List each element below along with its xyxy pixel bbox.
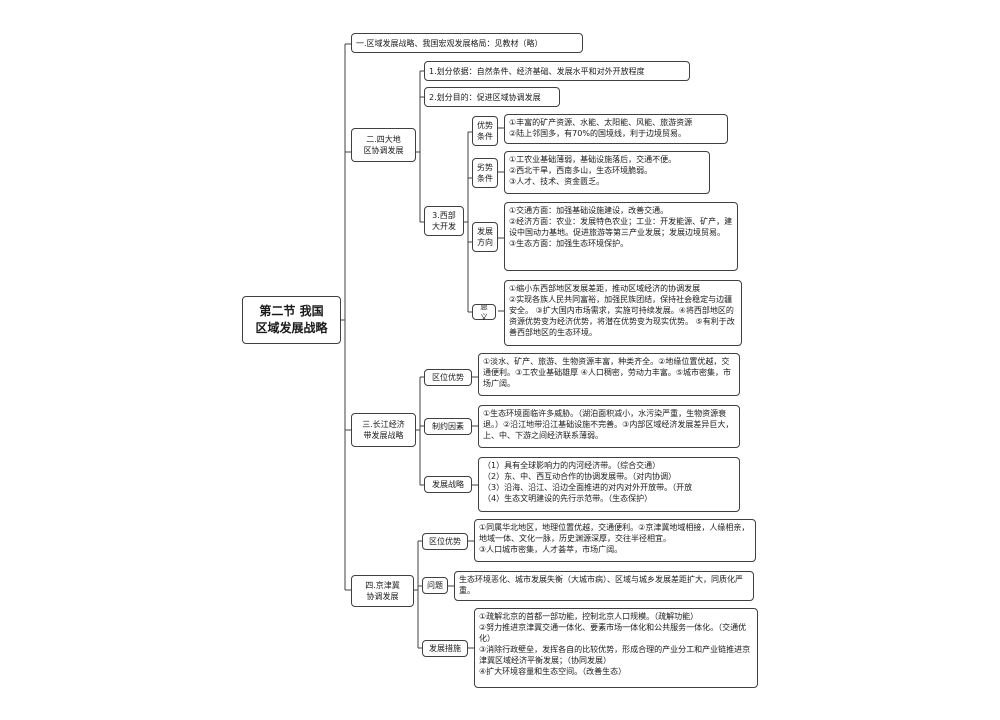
direction-label: 发展 方向 <box>472 222 498 252</box>
western-development-title: 3.西部 大开发 <box>432 211 456 231</box>
jjj-problem-content: 生态环境恶化、城市发展失衡（大城市病）、区域与城乡发展差距扩大，同质化严重。 <box>454 571 754 601</box>
jjj-measures-content: ①疏解北京的首都一部功能，控制北京人口规模。（疏解功能） ②努力推进京津冀交通一… <box>474 608 758 688</box>
jjj-problem-label: 问题 <box>422 577 448 594</box>
yangtze-strategy-text: （1）具有全球影响力的内河经济带。（综合交通） （2）东、中、西互动合作的协调发… <box>483 461 693 503</box>
basis-node: 1.划分依据：自然条件、经济基础、发展水平和对外开放程度 <box>424 61 690 81</box>
jjj-measures-label-text: 发展措施 <box>429 644 461 653</box>
section-1-node: 一.区域发展战略、我国宏观发展格局：见教材（略） <box>351 33 583 53</box>
root-topic-text: 第二节 我国 区域发展战略 <box>255 304 328 335</box>
jjj-location-content: ①同属华北地区，地理位置优越，交通便利。②京津冀地域相接，人缘相亲，地域一体、文… <box>474 519 756 562</box>
advantage-label-text: 优势 条件 <box>477 121 493 141</box>
disadvantage-text: ①工农业基础薄弱，基础设施落后，交通不便。 ②西北干旱，西南多山，生态环境脆弱。… <box>509 155 677 186</box>
yangtze-constraint-label: 制约因素 <box>424 418 472 435</box>
yangtze-constraint-content: ①生态环境面临许多威胁。（湖泊面积减小，水污染严重，生物资源衰退。）②沿江地带沿… <box>478 405 740 448</box>
purpose-node: 2.划分目的：促进区域协调发展 <box>424 87 560 107</box>
jjj-location-text: ①同属华北地区，地理位置优越，交通便利。②京津冀地域相接，人缘相亲，地域一体、文… <box>479 523 750 554</box>
yangtze-location-text: ①淡水、矿产、旅游、生物资源丰富，种类齐全。②地缘位置优越，交通便利。③工农业基… <box>483 357 732 388</box>
advantage-text: ①丰富的矿产资源、水能、太阳能、风能、旅游资源 ②陆上邻国多，有70%的国境线，… <box>509 118 693 138</box>
yangtze-strategy-label: 发展战略 <box>424 476 472 493</box>
yangtze-constraint-label-text: 制约因素 <box>432 422 464 431</box>
jjj-location-label: 区位优势 <box>422 533 468 550</box>
purpose-text: 2.划分目的：促进区域协调发展 <box>429 93 541 102</box>
section-2-node: 二.四大地 区协调发展 <box>351 128 416 162</box>
yangtze-location-label-text: 区位优势 <box>432 373 464 382</box>
advantage-content: ①丰富的矿产资源、水能、太阳能、风能、旅游资源 ②陆上邻国多，有70%的国境线，… <box>504 114 728 144</box>
jjj-measures-label: 发展措施 <box>422 640 468 657</box>
section-2-title: 二.四大地 区协调发展 <box>363 135 404 155</box>
significance-content: ①缩小东西部地区发展差距，推动区域经济的协调发展 ②实现各族人民共同富裕，加强民… <box>504 280 742 346</box>
basis-text: 1.划分依据：自然条件、经济基础、发展水平和对外开放程度 <box>429 67 645 76</box>
significance-text: ①缩小东西部地区发展差距，推动区域经济的协调发展 ②实现各族人民共同富裕，加强民… <box>509 284 735 337</box>
jjj-location-label-text: 区位优势 <box>429 537 461 546</box>
section-4-title: 四.京津冀 协调发展 <box>365 581 400 601</box>
section-4-node: 四.京津冀 协调发展 <box>351 575 414 607</box>
jjj-problem-text: 生态环境恶化、城市发展失衡（大城市病）、区域与城乡发展差距扩大，同质化严重。 <box>459 575 743 595</box>
jjj-problem-label-text: 问题 <box>427 581 443 590</box>
jjj-measures-text: ①疏解北京的首都一部功能，控制北京人口规模。（疏解功能） ②努力推进京津冀交通一… <box>479 612 751 676</box>
western-development-node: 3.西部 大开发 <box>424 206 464 236</box>
yangtze-strategy-label-text: 发展战略 <box>432 480 464 489</box>
section-3-title: 三.长江经济 带发展战略 <box>362 420 405 440</box>
disadvantage-label: 劣势 条件 <box>472 158 498 188</box>
root-topic: 第二节 我国 区域发展战略 <box>242 296 341 344</box>
disadvantage-content: ①工农业基础薄弱，基础设施落后，交通不便。 ②西北干旱，西南多山，生态环境脆弱。… <box>504 151 710 194</box>
direction-text: ①交通方面：加强基础设施建设，改善交通。 ②经济方面：农业：发展特色农业；工业：… <box>509 206 733 248</box>
disadvantage-label-text: 劣势 条件 <box>477 163 493 183</box>
significance-label: 意义 <box>472 304 496 320</box>
yangtze-strategy-content: （1）具有全球影响力的内河经济带。（综合交通） （2）东、中、西互动合作的协调发… <box>478 457 740 512</box>
section-3-node: 三.长江经济 带发展战略 <box>351 413 416 447</box>
direction-label-text: 发展 方向 <box>477 227 493 247</box>
yangtze-constraint-text: ①生态环境面临许多威胁。（湖泊面积减小，水污染严重，生物资源衰退。）②沿江地带沿… <box>483 409 734 440</box>
advantage-label: 优势 条件 <box>472 116 498 146</box>
significance-label-text: 意义 <box>480 304 488 320</box>
yangtze-location-content: ①淡水、矿产、旅游、生物资源丰富，种类齐全。②地缘位置优越，交通便利。③工农业基… <box>478 353 740 396</box>
yangtze-location-label: 区位优势 <box>424 369 472 386</box>
section-1-text: 一.区域发展战略、我国宏观发展格局：见教材（略） <box>356 39 543 48</box>
direction-content: ①交通方面：加强基础设施建设，改善交通。 ②经济方面：农业：发展特色农业；工业：… <box>504 202 738 271</box>
